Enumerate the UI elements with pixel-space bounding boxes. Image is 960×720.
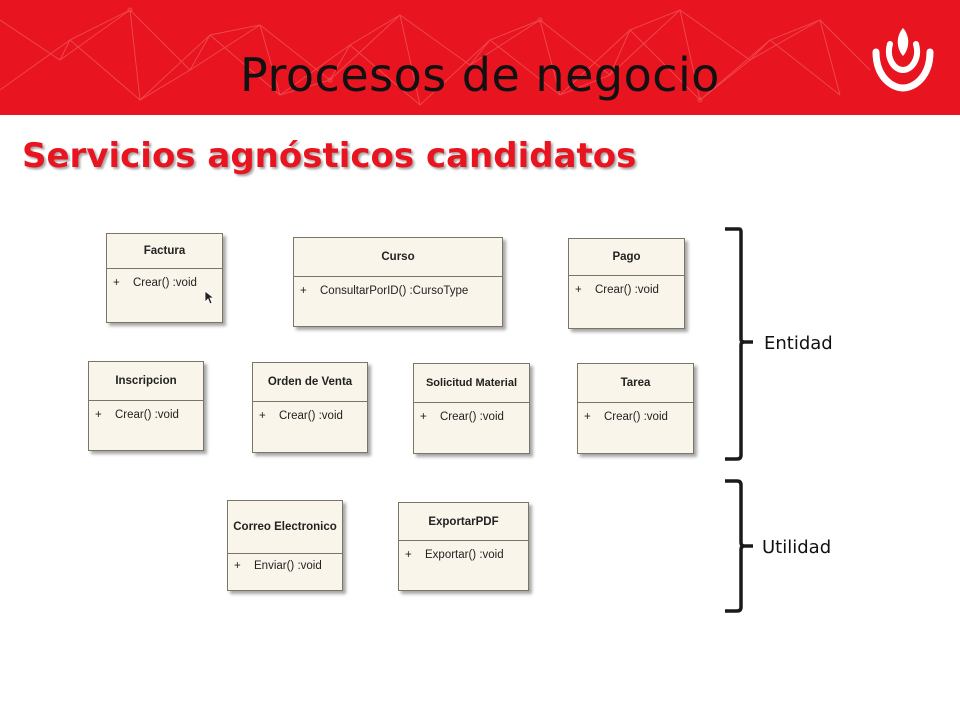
class-box-correo-electronico[interactable]: Correo Electronico +Enviar() :void xyxy=(227,500,343,591)
class-name: Curso xyxy=(294,238,502,277)
university-logo-icon xyxy=(872,28,934,92)
class-box-pago[interactable]: Pago +Crear() :void xyxy=(568,238,685,329)
class-name: ExportarPDF xyxy=(399,503,528,541)
page-title: Procesos de negocio xyxy=(240,48,720,102)
class-operation: +Crear() :void xyxy=(113,277,197,289)
slide-subtitle: Servicios agnósticos candidatos xyxy=(22,136,637,176)
class-operation: +ConsultarPorID() :CursoType xyxy=(300,285,469,297)
class-box-exportarpdf[interactable]: ExportarPDF +Exportar() :void xyxy=(398,502,529,591)
class-name: Solicitud Material xyxy=(414,364,529,403)
group-label-entidad: Entidad xyxy=(764,333,833,354)
class-box-tarea[interactable]: Tarea +Crear() :void xyxy=(577,363,694,454)
entidad-bracket xyxy=(725,227,745,461)
class-box-inscripcion[interactable]: Inscripcion +Crear() :void xyxy=(88,361,204,451)
class-name: Inscripcion xyxy=(89,362,203,401)
header-banner: Procesos de negocio xyxy=(0,0,960,115)
class-name: Correo Electronico xyxy=(228,501,342,554)
class-box-curso[interactable]: Curso +ConsultarPorID() :CursoType xyxy=(293,237,503,327)
class-name: Orden de Venta xyxy=(253,363,367,402)
group-label-utilidad: Utilidad xyxy=(762,537,832,558)
class-operation: +Crear() :void xyxy=(420,411,504,423)
class-name: Factura xyxy=(107,234,222,269)
class-operation: +Crear() :void xyxy=(584,411,668,423)
class-name: Pago xyxy=(569,239,684,276)
utilidad-bracket xyxy=(725,479,745,613)
class-operation: +Enviar() :void xyxy=(234,560,322,572)
decorative-network-pattern xyxy=(0,7,871,106)
class-operation: +Crear() :void xyxy=(575,284,659,296)
class-name: Tarea xyxy=(578,364,693,403)
class-box-solicitud-material[interactable]: Solicitud Material +Crear() :void xyxy=(413,363,530,454)
group-brackets xyxy=(725,227,753,613)
class-operation: +Crear() :void xyxy=(259,410,343,422)
class-operation: +Exportar() :void xyxy=(405,549,504,561)
mouse-pointer-icon xyxy=(204,290,216,305)
class-operation: +Crear() :void xyxy=(95,409,179,421)
class-box-orden-de-venta[interactable]: Orden de Venta +Crear() :void xyxy=(252,362,368,453)
class-box-factura[interactable]: Factura +Crear() :void xyxy=(106,233,223,323)
